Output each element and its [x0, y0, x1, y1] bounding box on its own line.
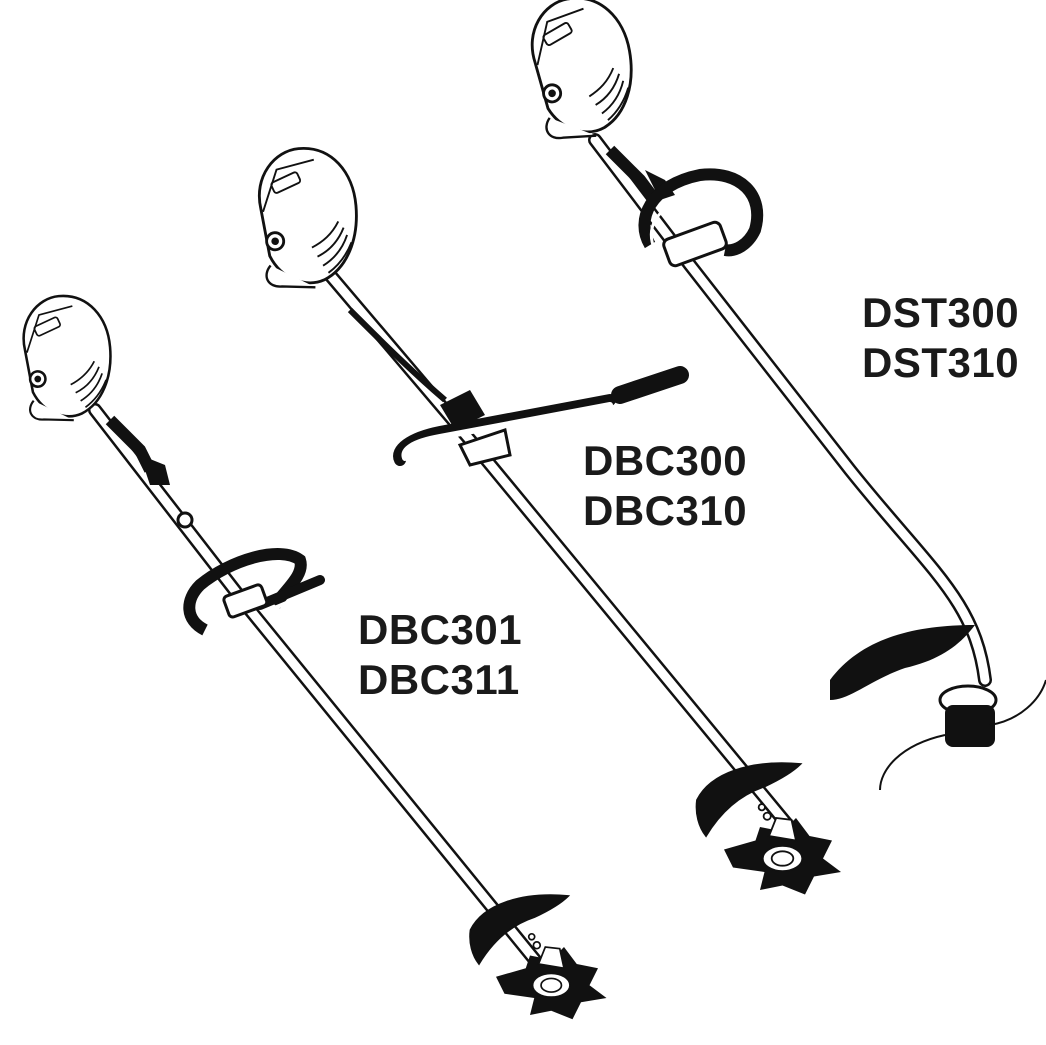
- model-label-dbc-bike-line2: DBC311: [358, 656, 520, 703]
- model-label-dst-line2: DST310: [862, 339, 1020, 386]
- model-label-dbc-loop-line2: DBC310: [583, 487, 748, 534]
- model-label-dbc-loop-line1: DBC300: [583, 437, 748, 484]
- model-label-dst: DST300 DST310: [862, 288, 1019, 388]
- dbc-bike-trimmer: [18, 290, 608, 1021]
- model-label-dbc-bike: DBC301 DBC311: [358, 605, 522, 705]
- model-label-dbc-loop: DBC300 DBC310: [583, 436, 747, 536]
- model-label-dbc-bike-line1: DBC301: [358, 606, 523, 653]
- model-label-dst-line1: DST300: [862, 289, 1020, 336]
- dbc-loop-trimmer: [253, 142, 842, 896]
- dst-trimmer: [523, 0, 1046, 791]
